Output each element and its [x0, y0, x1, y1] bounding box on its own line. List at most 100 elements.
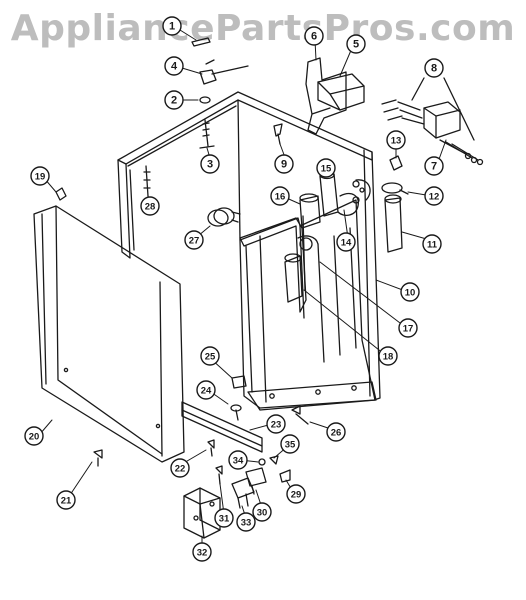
callout-circle: [170, 458, 190, 478]
back-panel: [33, 205, 185, 463]
callout-21: 21: [56, 490, 76, 510]
leader-lines: [39, 29, 447, 549]
callout-number: 17: [403, 324, 414, 335]
callout-circle: [286, 484, 306, 504]
callout-circle: [424, 186, 444, 206]
callout-15: 15: [316, 158, 336, 178]
callout-3: 3: [200, 154, 220, 174]
callout-16: 16: [270, 186, 290, 206]
callout-number: 13: [391, 136, 402, 147]
callout-number: 7: [431, 161, 437, 173]
switch-part-33: [231, 477, 255, 509]
callout-number: 4: [171, 61, 178, 73]
callout-number: 21: [61, 496, 72, 507]
callout-number: 31: [219, 514, 230, 525]
screw-part-31: [215, 465, 223, 485]
callout-circle: [346, 34, 366, 54]
callout-1: 1: [162, 16, 182, 36]
screw-part-35: [269, 455, 279, 465]
callout-circle: [378, 346, 398, 366]
clip-part-19: [55, 187, 67, 201]
callout-circle: [252, 502, 272, 522]
screw-part-21: [93, 449, 103, 467]
callout-4: 4: [164, 56, 184, 76]
callout-number: 2: [171, 95, 177, 107]
callout-31: 31: [214, 508, 234, 528]
callout-circle: [424, 58, 444, 78]
callout-circle: [56, 490, 76, 510]
callout-circle: [336, 232, 356, 252]
callout-circle: [326, 422, 346, 442]
callout-27: 27: [184, 230, 204, 250]
callout-10: 10: [400, 282, 420, 302]
callout-33: 33: [236, 512, 256, 532]
callout-number: 16: [275, 192, 286, 203]
callout-circle: [274, 154, 294, 174]
switch-part-30: [245, 467, 267, 495]
front-service-panel: [239, 199, 377, 411]
washer-part-2: [199, 96, 211, 104]
callout-number: 14: [341, 238, 352, 249]
screw-part-28: [143, 165, 151, 197]
cabinet: [117, 91, 381, 401]
clip-part-25: [231, 375, 247, 389]
callout-circle: [422, 234, 442, 254]
callout-23: 23: [266, 414, 286, 434]
knob-part-27: [207, 207, 241, 227]
callout-circle: [200, 346, 220, 366]
callout-circle: [398, 318, 418, 338]
callout-labels: 1234567891011121314151617181920212223242…: [24, 16, 444, 562]
callout-number: 15: [321, 164, 332, 175]
callout-number: 33: [241, 518, 252, 529]
callout-26: 26: [326, 422, 346, 442]
callout-number: 3: [207, 159, 213, 171]
callout-34: 34: [228, 450, 248, 470]
callout-number: 25: [205, 352, 216, 363]
bracket-part-32: [183, 487, 221, 539]
divider-panel: [239, 217, 307, 313]
callout-circle: [214, 508, 234, 528]
callout-number: 34: [233, 456, 244, 467]
callout-circle: [140, 196, 160, 216]
screw-part-26: [291, 405, 309, 425]
callout-number: 29: [291, 490, 302, 501]
motor: [317, 73, 365, 111]
callout-18: 18: [378, 346, 398, 366]
callout-number: 30: [257, 508, 268, 519]
callout-5: 5: [346, 34, 366, 54]
callout-circle: [184, 230, 204, 250]
callout-32: 32: [192, 542, 212, 562]
callout-circle: [228, 450, 248, 470]
screw-part-22: [207, 439, 215, 457]
screw-part-24: [230, 404, 242, 421]
callout-number: 6: [311, 31, 317, 43]
screw-part-29: [279, 469, 291, 483]
callout-number: 26: [331, 428, 342, 439]
switch-part-4: [199, 59, 249, 85]
callout-circle: [316, 158, 336, 178]
callout-11: 11: [422, 234, 442, 254]
callout-circle: [200, 154, 220, 174]
clip-part-13: [389, 155, 403, 171]
watermark-text: AppliancePartsPros.com: [10, 8, 516, 49]
callout-22: 22: [170, 458, 190, 478]
callout-20: 20: [24, 426, 44, 446]
clip-part-1: [191, 37, 211, 47]
callout-circle: [236, 512, 256, 532]
callout-circle: [280, 434, 300, 454]
callout-circle: [400, 282, 420, 302]
callout-number: 27: [189, 236, 200, 247]
callout-circle: [304, 26, 324, 46]
filter-assembly: [381, 77, 484, 166]
callout-number: 1: [169, 21, 175, 33]
callout-24: 24: [196, 380, 216, 400]
callout-25: 25: [200, 346, 220, 366]
callout-circle: [164, 56, 184, 76]
callout-circle: [192, 542, 212, 562]
callout-circle: [196, 380, 216, 400]
callout-number: 19: [35, 172, 46, 183]
callout-13: 13: [386, 130, 406, 150]
callout-14: 14: [336, 232, 356, 252]
callout-number: 12: [429, 192, 440, 203]
